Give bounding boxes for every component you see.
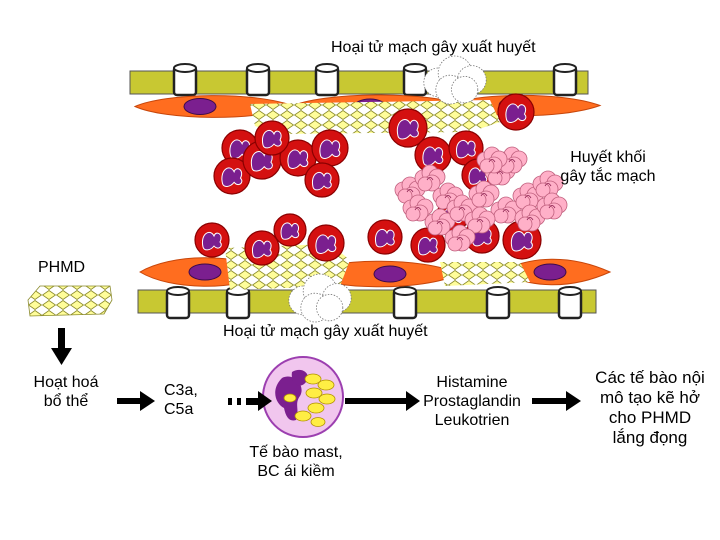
- mast-label-line2: BC ái kiềm: [257, 463, 335, 480]
- red-blood-cell-icon: [311, 129, 349, 167]
- result-label-line2: mô tạo kẽ hở: [600, 388, 700, 407]
- red-blood-cell-icon: [388, 108, 428, 148]
- junction-icon: [314, 63, 340, 97]
- platelet-icon: [490, 196, 522, 224]
- result-label-line3: cho PHMD: [608, 408, 692, 427]
- mediator-histamine: Histamine: [436, 374, 508, 391]
- complement-label-line1: Hoạt hoá: [33, 374, 99, 391]
- junction-icon: [245, 63, 271, 97]
- red-blood-cell-icon: [304, 162, 340, 198]
- platelet-icon: [464, 206, 496, 234]
- thrombus-label: Huyết khối gây tắc mạch: [548, 148, 668, 186]
- red-blood-cell-icon: [410, 227, 446, 263]
- nucleus-icon: [188, 263, 222, 281]
- red-blood-cell-icon: [244, 230, 280, 266]
- complement-activation-label: Hoạt hoá bổ thể: [22, 373, 110, 411]
- hemorrhage-cloud-icon: [423, 55, 487, 105]
- junction-icon: [225, 286, 251, 320]
- phmd-label: PHMD: [38, 259, 86, 276]
- nucleus-icon: [183, 98, 217, 115]
- endothelial-junctions: [165, 63, 583, 320]
- c5a-label: C5a: [164, 401, 194, 418]
- complement-label-line2: bổ thể: [43, 393, 89, 410]
- platelet-icon: [512, 182, 544, 210]
- nucleus-icon: [533, 263, 567, 281]
- immune-complex-icon: [27, 285, 113, 317]
- result-label: Các tế bào nội mô tạo kẽ hở cho PHMD lắn…: [586, 368, 714, 448]
- nucleus-icon: [373, 265, 407, 283]
- platelet-icon: [414, 164, 446, 192]
- hemorrhage-clouds: [288, 55, 487, 323]
- junction-icon: [557, 286, 583, 320]
- mast-cell-icon: [262, 356, 344, 438]
- red-blood-cell-icon: [367, 219, 403, 255]
- red-blood-cell-icon: [254, 120, 290, 156]
- mediators-label: Histamine Prostaglandin Leukotrien: [410, 373, 534, 430]
- thrombus-label-line1: Huyết khối: [570, 149, 646, 166]
- red-blood-cell-icon: [194, 222, 230, 258]
- result-label-line1: Các tế bào nội: [595, 368, 705, 387]
- arrow-icon: [345, 391, 420, 411]
- red-blood-cell-icon: [273, 213, 307, 247]
- junction-icon: [172, 63, 198, 97]
- platelet-icon: [444, 224, 476, 252]
- mast-cell-label: Tế bào mast, BC ái kiềm: [236, 443, 356, 481]
- result-label-line4: lắng đọng: [612, 428, 688, 447]
- arrow-icon: [117, 391, 155, 411]
- c3a-label: C3a,: [164, 382, 198, 399]
- red-blood-cell-icon: [414, 136, 452, 174]
- junction-icon: [392, 286, 418, 320]
- top-necrosis-label: Hoại tử mạch gây xuất huyết: [331, 39, 536, 56]
- platelet-icon: [532, 170, 564, 198]
- upper-vessel-wall: [129, 70, 589, 95]
- junction-icon: [402, 63, 428, 97]
- arrow-icon: [228, 391, 272, 411]
- arrow-icon: [532, 391, 581, 411]
- immune-complex-deposit: [250, 100, 500, 134]
- thrombus-label-line2: gây tắc mạch: [560, 168, 656, 185]
- platelet-icon: [432, 182, 464, 210]
- arrow-icon: [51, 328, 72, 365]
- platelet-icon: [476, 146, 508, 174]
- junction-icon: [552, 63, 578, 97]
- red-blood-cell-icon: [213, 157, 251, 195]
- lower-vessel-wall: [137, 289, 597, 314]
- mast-label-line1: Tế bào mast,: [249, 444, 343, 461]
- platelet-icon: [536, 192, 568, 220]
- red-blood-cell-icon: [497, 93, 535, 131]
- mediator-prostaglandin: Prostaglandin: [423, 393, 521, 410]
- red-blood-cell-icon: [307, 224, 345, 262]
- red-blood-cell-icon: [448, 130, 484, 166]
- platelet-icon: [424, 208, 456, 236]
- junction-icon: [165, 286, 191, 320]
- bottom-necrosis-label: Hoại tử mạch gây xuất huyết: [223, 323, 428, 340]
- platelet-thrombus: [394, 146, 568, 252]
- immune-complex-deposit: [440, 262, 530, 286]
- mediator-leukotrien: Leukotrien: [434, 412, 510, 429]
- hemorrhage-cloud-icon: [288, 273, 352, 323]
- blood-cells: [194, 93, 542, 266]
- platelet-icon: [402, 194, 434, 222]
- platelet-icon: [468, 180, 500, 208]
- anaphylatoxin-label: C3a, C5a: [164, 381, 198, 419]
- junction-icon: [485, 286, 511, 320]
